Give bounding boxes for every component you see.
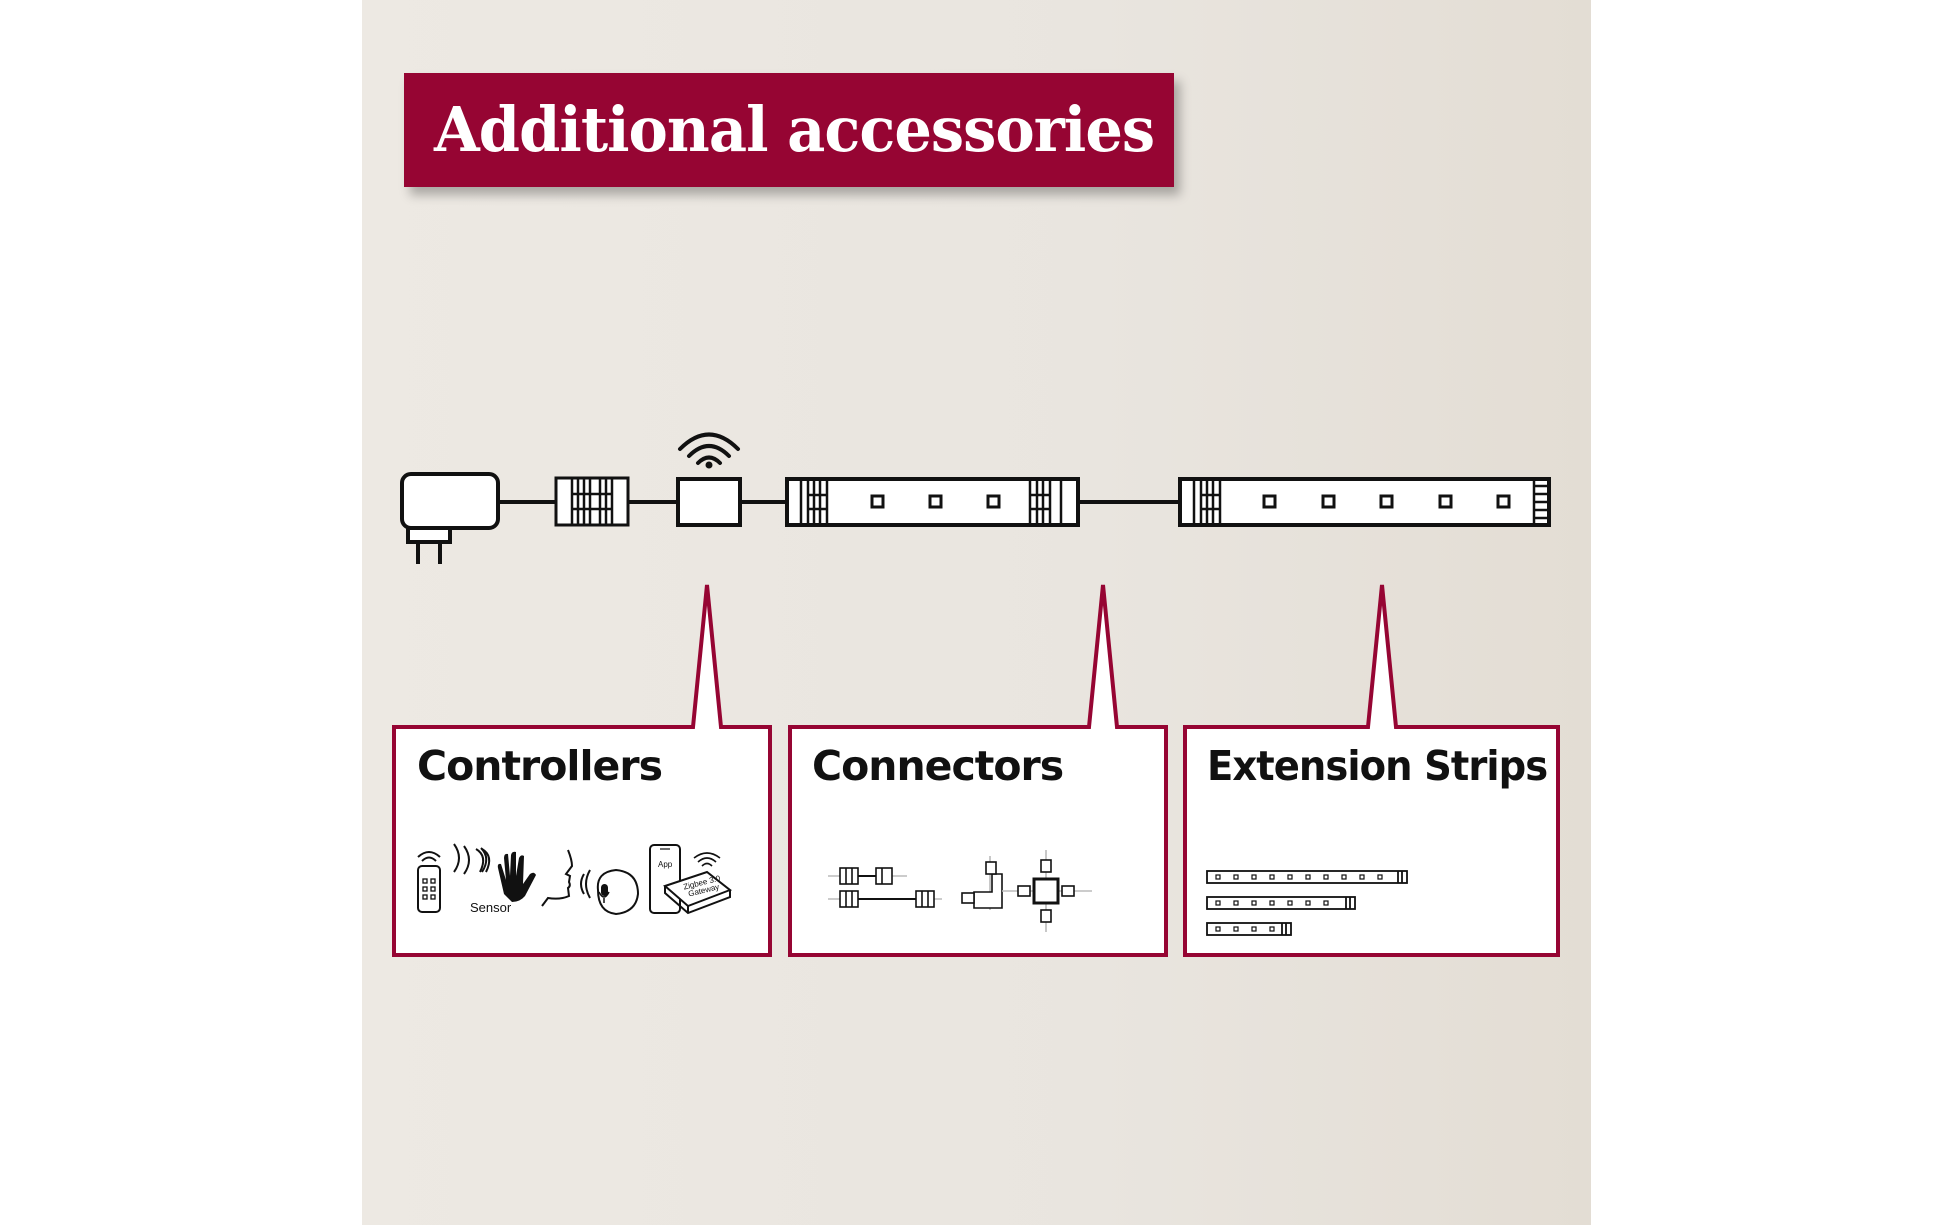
cable-connector-icon xyxy=(828,890,942,908)
callout-connectors xyxy=(788,584,1168,957)
sensor-hand-icon xyxy=(453,843,536,902)
card-title-controllers: Controllers xyxy=(417,742,663,790)
diagram-panel: Additional accessories Controllers Conne… xyxy=(362,0,1591,1225)
title-banner: Additional accessories xyxy=(404,73,1174,187)
smartphone-app-icon xyxy=(649,844,681,914)
callout-extension-strips xyxy=(1183,584,1560,957)
app-label: App xyxy=(658,860,673,869)
extension-strip-medium-icon xyxy=(1206,896,1356,910)
led-strip-icon xyxy=(785,477,1080,527)
power-plug-icon xyxy=(400,472,500,564)
system-diagram xyxy=(392,432,1560,957)
remote-control-icon xyxy=(417,851,441,913)
corner-connector-icon xyxy=(961,856,1003,910)
feed-connector-icon xyxy=(554,476,630,527)
extension-strip-long-icon xyxy=(1206,870,1408,884)
sensor-label: Sensor xyxy=(470,900,512,915)
strip-connector-icon xyxy=(828,867,907,885)
cross-connector-icon xyxy=(1002,850,1092,932)
extension-strip-short-icon xyxy=(1206,922,1292,936)
card-title-extension-strips: Extension Strips xyxy=(1207,742,1548,790)
card-title-connectors: Connectors xyxy=(812,742,1064,790)
wifi-controller-icon xyxy=(676,432,742,527)
voice-assistant-icon xyxy=(541,849,640,916)
led-extension-strip-icon xyxy=(1178,477,1551,527)
page-title: Additional accessories xyxy=(434,93,1155,166)
zigbee-gateway-icon xyxy=(663,852,733,915)
